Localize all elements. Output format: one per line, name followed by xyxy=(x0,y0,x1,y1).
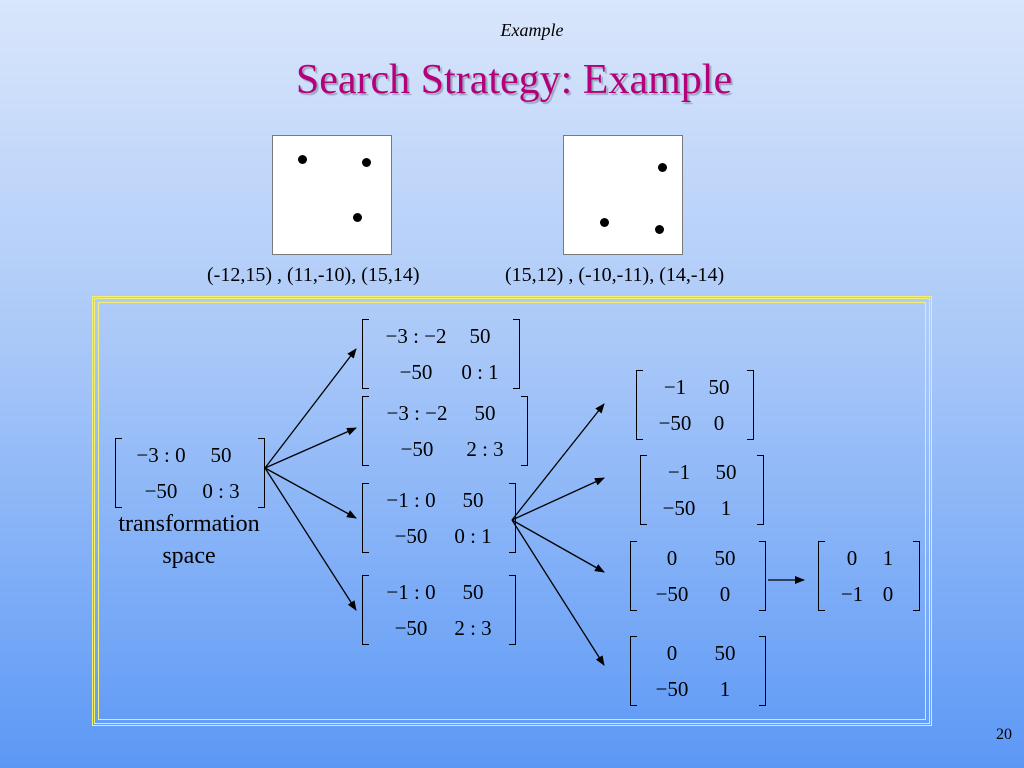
matrix-left-bracket xyxy=(362,319,369,389)
matrix-entry: 0 : 1 xyxy=(461,360,499,384)
matrix-entry: 0 xyxy=(882,582,894,606)
matrix-right-bracket xyxy=(509,575,516,645)
matrix-left-bracket xyxy=(636,370,643,440)
matrix-entry: −50 xyxy=(655,582,689,606)
matrix-right-bracket xyxy=(513,319,520,389)
matrix-left-bracket xyxy=(640,455,647,525)
matrix-right-bracket xyxy=(747,370,754,440)
point xyxy=(298,155,307,164)
matrix-entry: −50 xyxy=(394,524,428,548)
point xyxy=(362,158,371,167)
matrix-entry: −50 xyxy=(394,616,428,640)
matrix-entry: 50 xyxy=(469,324,491,348)
level1-matrix-2: −3 : −2 50 −50 2 : 3 xyxy=(362,396,528,466)
matrix-left-bracket xyxy=(630,636,637,706)
matrix-entry: 50 xyxy=(708,375,730,399)
point xyxy=(353,213,362,222)
matrix-entry: 50 xyxy=(462,580,484,604)
level2-matrix-1: −1 50 −50 0 xyxy=(636,370,754,440)
matrix-entry: 1 xyxy=(719,677,731,701)
matrix-right-bracket xyxy=(757,455,764,525)
matrix-right-bracket xyxy=(521,396,528,466)
arrow xyxy=(511,519,605,666)
matrix-left-bracket xyxy=(362,483,369,553)
matrix-right-bracket xyxy=(258,438,265,508)
root-matrix: −3 : 0 50 −50 0 : 3 xyxy=(115,438,265,508)
arrow xyxy=(264,348,357,469)
arrow xyxy=(511,519,605,573)
level1-matrix-3: −1 : 0 50 −50 0 : 1 xyxy=(362,483,516,553)
matrix-entry: 0 : 1 xyxy=(454,524,492,548)
transformation-space-label: transformation space xyxy=(118,511,260,569)
matrix-entry: −1 xyxy=(663,375,687,399)
matrix-entry: 0 xyxy=(666,546,678,570)
matrix-entry: 50 xyxy=(474,401,496,425)
matrix-entry: −1 : 0 xyxy=(386,488,436,512)
matrix-right-bracket xyxy=(759,636,766,706)
matrix-right-bracket xyxy=(759,541,766,611)
matrix-entry: −50 xyxy=(662,496,696,520)
matrix-entry: −50 xyxy=(655,677,689,701)
matrix-entry: −3 : 0 xyxy=(136,443,186,467)
matrix-entry: 2 : 3 xyxy=(454,616,492,640)
matrix-entry: 50 xyxy=(210,443,232,467)
matrix-entry: 0 xyxy=(666,641,678,665)
matrix-entry: 2 : 3 xyxy=(466,437,504,461)
point-set-left-box xyxy=(272,135,392,255)
matrix-entry: −50 xyxy=(400,437,434,461)
point-set-left-label: (-12,15) , (11,-10), (15,14) xyxy=(207,264,420,286)
matrix-entry: −1 xyxy=(667,460,691,484)
matrix-right-bracket xyxy=(913,541,920,611)
level2-matrix-2: −1 50 −50 1 xyxy=(640,455,764,525)
matrix-entry: 50 xyxy=(714,546,736,570)
search-tree-frame xyxy=(92,296,932,726)
arrow xyxy=(511,403,605,521)
arrow xyxy=(511,477,605,521)
matrix-entry: 50 xyxy=(715,460,737,484)
level1-matrix-1: −3 : −2 50 −50 0 : 1 xyxy=(362,319,520,389)
matrix-entry: 50 xyxy=(462,488,484,512)
arrow xyxy=(264,467,357,519)
matrix-entry: 0 xyxy=(846,546,858,570)
matrix-entry: −50 xyxy=(658,411,692,435)
matrix-entry: −1 : 0 xyxy=(386,580,436,604)
matrix-entry: −50 xyxy=(144,479,178,503)
matrix-left-bracket xyxy=(362,396,369,466)
slide-header: Example xyxy=(500,20,564,40)
matrix-left-bracket xyxy=(630,541,637,611)
point-set-right-box xyxy=(563,135,683,255)
page-number: 20 xyxy=(996,726,1012,743)
matrix-right-bracket xyxy=(509,483,516,553)
matrix-left-bracket xyxy=(115,438,122,508)
matrix-entry: 50 xyxy=(714,641,736,665)
matrix-entry: 1 xyxy=(720,496,732,520)
point xyxy=(600,218,609,227)
point xyxy=(658,163,667,172)
point xyxy=(655,225,664,234)
matrix-left-bracket xyxy=(362,575,369,645)
level2-matrix-3: 0 50 −50 0 xyxy=(630,541,766,611)
matrix-entry: 0 xyxy=(713,411,725,435)
matrix-left-bracket xyxy=(818,541,825,611)
matrix-entry: −50 xyxy=(399,360,433,384)
arrow xyxy=(264,467,357,611)
level2-matrix-4: 0 50 −50 1 xyxy=(630,636,766,706)
level1-matrix-4: −1 : 0 50 −50 2 : 3 xyxy=(362,575,516,645)
point-set-right-label: (15,12) , (-10,-11), (14,-14) xyxy=(505,264,725,286)
matrix-entry: −1 xyxy=(840,582,864,606)
arrow xyxy=(264,427,357,469)
slide-title: Search Strategy: Example xyxy=(295,57,733,103)
matrix-entry: −3 : −2 xyxy=(385,324,447,348)
matrix-entry: −3 : −2 xyxy=(386,401,448,425)
matrix-entry: 0 xyxy=(719,582,731,606)
matrix-entry: 1 xyxy=(882,546,894,570)
matrix-entry: 0 : 3 xyxy=(202,479,240,503)
